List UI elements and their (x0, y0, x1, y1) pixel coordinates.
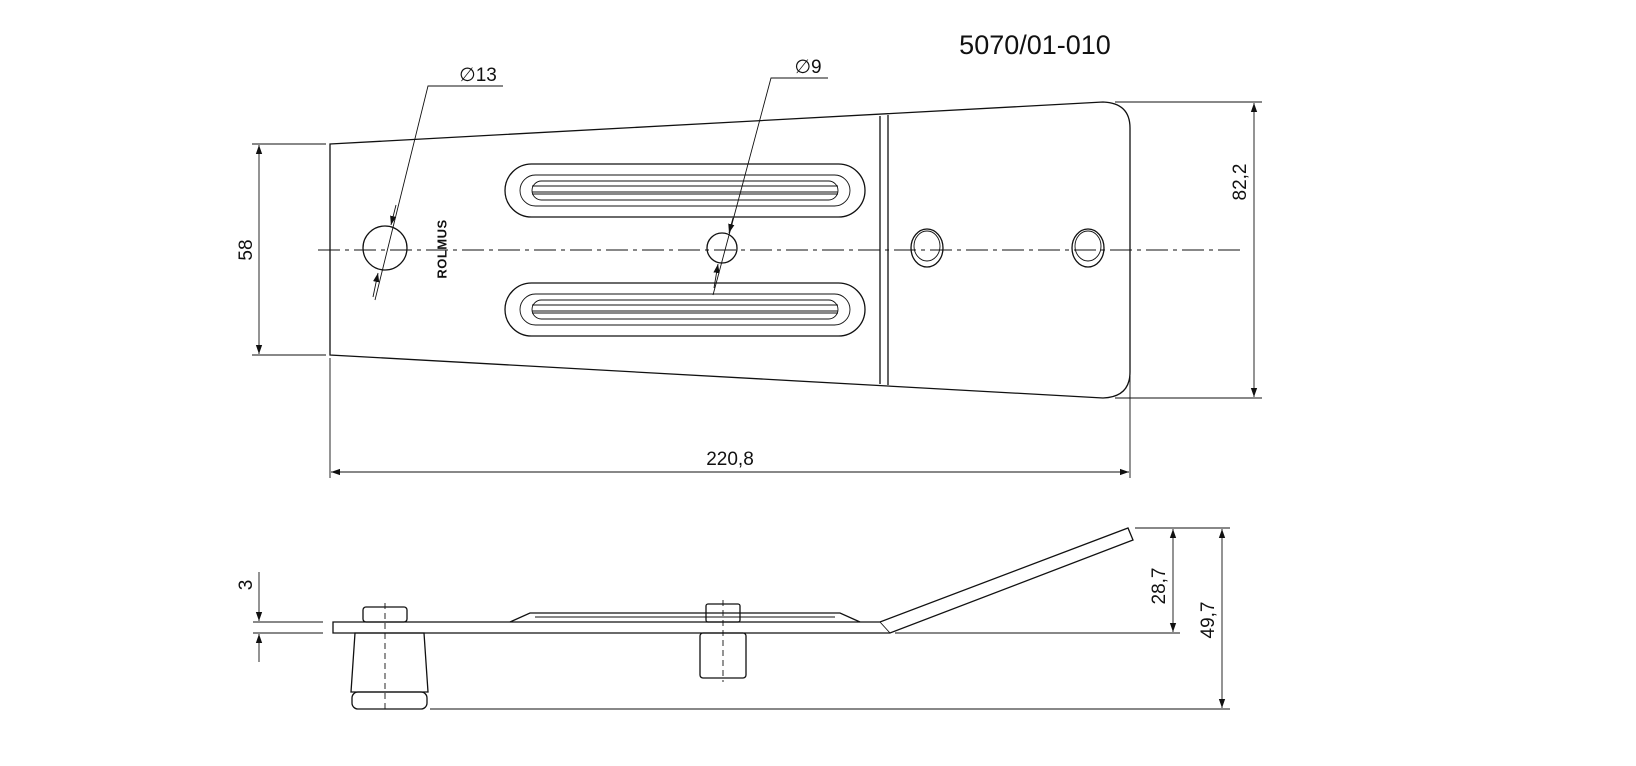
dim-tab-rise-label: 28,7 (1149, 568, 1170, 605)
slot-ridge (509, 612, 861, 623)
dim-hole-9-label: ∅9 (794, 57, 821, 78)
side-view: 3 28,7 49,7 (236, 527, 1230, 712)
hole-tab-left (910, 228, 944, 268)
hole-9 (706, 232, 738, 264)
dim-hole-13-label: ∅13 (459, 65, 497, 86)
dim-thickness-label: 3 (236, 580, 257, 591)
hole-tab-right (1071, 228, 1105, 268)
dim-hole-13: ∅13 (372, 65, 503, 301)
top-view: ROLMUS ∅13 ∅9 58 82,2 (236, 57, 1262, 478)
hole-13 (362, 225, 408, 271)
dim-width-right-label: 82,2 (1230, 164, 1251, 201)
slot-lower (504, 282, 866, 337)
dim-width-left-label: 58 (236, 239, 257, 260)
dim-length: 220,8 (329, 358, 1131, 478)
dim-thickness: 3 (236, 572, 323, 662)
plate-outline (329, 101, 1131, 399)
part-number: 5070/01-010 (959, 30, 1111, 60)
dim-length-label: 220,8 (706, 449, 754, 470)
dim-total-height: 49,7 (430, 527, 1230, 710)
dim-tab-rise: 28,7 (895, 527, 1180, 634)
dim-width-left: 58 (236, 143, 326, 356)
slot-upper (504, 163, 866, 218)
dim-width-right: 82,2 (1115, 101, 1262, 399)
dim-total-height-label: 49,7 (1198, 602, 1219, 639)
dim-hole-9: ∅9 (712, 57, 828, 296)
brand-marking: ROLMUS (434, 219, 449, 278)
plug-foot (350, 632, 429, 710)
